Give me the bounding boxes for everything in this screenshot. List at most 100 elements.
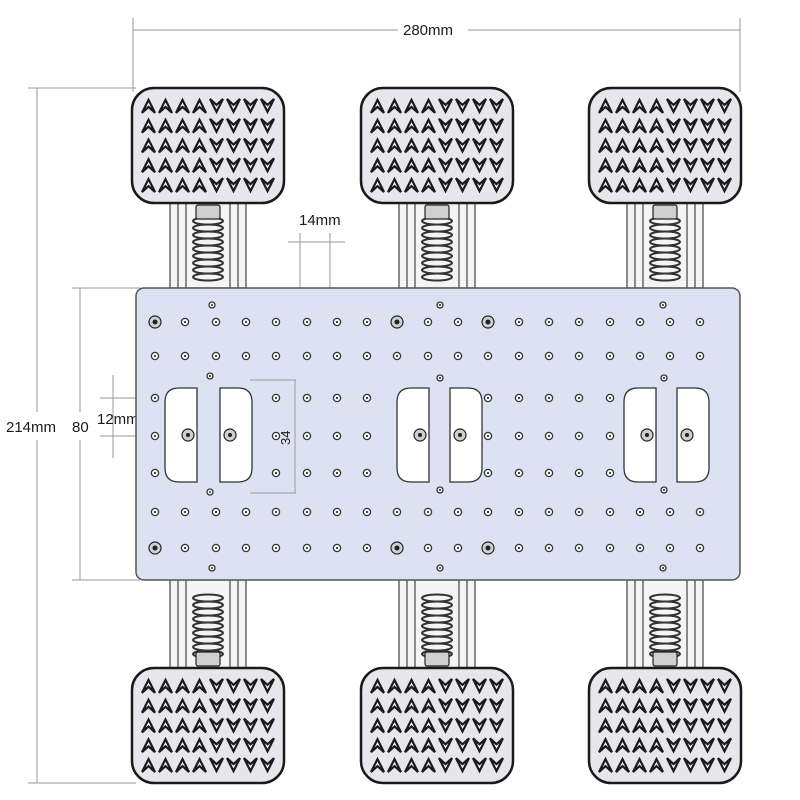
tread-block xyxy=(615,137,630,154)
tread-block xyxy=(260,717,275,734)
mounting-hole-center xyxy=(547,546,551,550)
mounting-hole-center xyxy=(183,510,187,514)
tread-block xyxy=(387,117,402,134)
mounting-hole-center xyxy=(456,546,460,550)
slot-pair xyxy=(396,387,483,483)
mounting-hole-center xyxy=(426,510,430,514)
tire xyxy=(588,87,742,204)
mounting-hole-center xyxy=(517,320,521,324)
mounting-hole-center xyxy=(577,354,581,358)
mounting-hole-center xyxy=(244,510,248,514)
mounting-hole-center xyxy=(668,320,672,324)
tread-block xyxy=(438,717,453,734)
tread-block xyxy=(455,177,470,194)
tread-block xyxy=(438,697,453,715)
tread-block xyxy=(472,757,487,774)
tread-block xyxy=(700,98,715,115)
tread-block xyxy=(404,117,419,134)
tread-block xyxy=(209,157,224,174)
mounting-hole-center xyxy=(335,434,339,438)
plate-outline xyxy=(135,287,741,581)
tread-block xyxy=(387,156,402,174)
tread-block xyxy=(615,697,630,714)
mounting-hole-center xyxy=(395,510,399,514)
tread-block xyxy=(226,717,241,734)
tread-block xyxy=(632,176,647,193)
tread-block xyxy=(666,157,681,174)
tread-block xyxy=(649,176,664,193)
tread-block xyxy=(438,678,453,695)
tire xyxy=(588,667,742,784)
mounting-hole-center xyxy=(335,354,339,358)
strut-mount xyxy=(424,651,450,667)
tread-block xyxy=(717,137,732,154)
tread-block xyxy=(700,717,715,734)
tread-block xyxy=(370,156,385,174)
tread-block xyxy=(209,717,224,734)
tread-block xyxy=(598,156,613,174)
mounting-hole-center xyxy=(365,510,369,514)
tread-block xyxy=(717,117,732,135)
tread-block xyxy=(370,677,385,694)
mounting-hole-center xyxy=(668,354,672,358)
mounting-hole-center xyxy=(638,354,642,358)
mount-bolt-center xyxy=(394,545,400,551)
mounting-hole-center xyxy=(608,354,612,358)
tread-block xyxy=(421,756,436,773)
mounting-hole-center xyxy=(668,546,672,550)
tread-block xyxy=(158,717,173,734)
overall-width-label: 280mm xyxy=(403,22,453,39)
tread-block xyxy=(192,97,207,114)
tread-block xyxy=(649,156,664,174)
tread-block xyxy=(489,137,504,154)
mounting-hole-center xyxy=(183,354,187,358)
strut-mount xyxy=(652,651,678,667)
tread-block xyxy=(260,678,275,695)
tread-block xyxy=(192,697,207,714)
tread-block xyxy=(370,736,385,754)
tread-block xyxy=(438,757,453,774)
mounting-hole-center xyxy=(305,510,309,514)
mounting-hole-center xyxy=(608,434,612,438)
mounting-hole-center xyxy=(365,320,369,324)
mounting-hole-center xyxy=(547,510,551,514)
mounting-hole-center xyxy=(638,510,642,514)
tread-block xyxy=(717,717,732,734)
tread-block xyxy=(158,736,173,754)
tread-block xyxy=(192,156,207,174)
tread-block xyxy=(370,137,385,154)
tread-block xyxy=(683,177,698,194)
mounting-hole-center xyxy=(547,396,551,400)
tread-block xyxy=(158,137,173,154)
mounting-hole-center xyxy=(244,354,248,358)
tread-block xyxy=(489,757,504,774)
tread-block xyxy=(387,697,402,714)
tread-block xyxy=(455,137,470,154)
tread-block xyxy=(421,677,436,694)
tread-block xyxy=(141,756,156,773)
tread-block xyxy=(404,756,419,773)
tread-block xyxy=(209,137,224,154)
tread-block xyxy=(404,176,419,193)
dimension-slot-spacing: 34 xyxy=(250,379,296,494)
mounting-hole-center xyxy=(274,434,278,438)
tread-block xyxy=(472,137,487,154)
mounting-hole-center xyxy=(365,546,369,550)
tread-block xyxy=(700,757,715,774)
mounting-hole-center xyxy=(183,546,187,550)
tread-block xyxy=(404,137,419,154)
tread-block xyxy=(632,756,647,773)
tread-block xyxy=(666,697,681,715)
dimension-overall-width: 280mm xyxy=(132,18,741,92)
mounting-hole-center xyxy=(274,471,278,475)
tread-block xyxy=(141,677,156,694)
tread-block xyxy=(632,677,647,694)
mounting-hole-center xyxy=(365,354,369,358)
tread-block xyxy=(421,117,436,134)
tread-block xyxy=(455,98,470,115)
wheel xyxy=(359,666,515,785)
mounting-hole-center xyxy=(274,354,278,358)
mounting-hole-center xyxy=(335,471,339,475)
tread-block xyxy=(489,697,504,715)
